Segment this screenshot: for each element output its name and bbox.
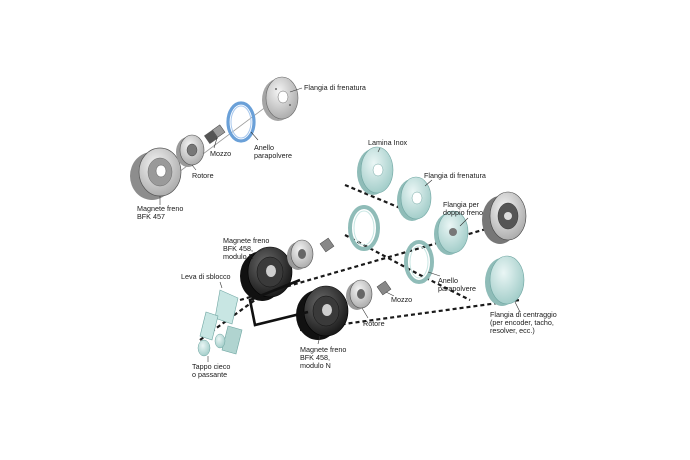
dust-ring-top bbox=[226, 101, 256, 143]
teal-ring-middle bbox=[348, 205, 380, 251]
brake-flange-top bbox=[262, 76, 299, 121]
label-mozzo-top: Mozzo bbox=[210, 149, 231, 158]
label-tappo: Tappo cieco o passante bbox=[192, 362, 232, 379]
magnet-bfk458-n bbox=[296, 285, 349, 340]
dust-ring-right bbox=[404, 240, 434, 284]
labels: Flangia di frenatura Anello parapolvere … bbox=[137, 83, 559, 379]
label-leva-sblocco: Leva di sblocco bbox=[181, 272, 231, 281]
label-rotore-bottom: Rotore bbox=[363, 319, 385, 328]
axis-dashed-lamina bbox=[344, 183, 406, 212]
magnet-bfk458-e bbox=[240, 246, 293, 301]
axis-dashed-cap bbox=[199, 299, 256, 341]
magnet-bfk457 bbox=[130, 147, 182, 200]
hub-bottom bbox=[376, 280, 392, 296]
blind-cap bbox=[197, 333, 226, 357]
rotor-top bbox=[176, 134, 205, 167]
rotor-bottom bbox=[346, 279, 373, 310]
encoder-housing bbox=[482, 191, 527, 244]
label-anello-top: Anello parapolvere bbox=[254, 143, 292, 160]
centering-flange bbox=[485, 255, 525, 306]
stainless-plate bbox=[357, 146, 394, 195]
leader-lines bbox=[159, 87, 521, 362]
label-magnete-457: Magnete freno BFK 457 bbox=[137, 204, 185, 221]
label-flangia-doppio: Flangia per doppio freno bbox=[443, 200, 483, 217]
label-anello-right: Anello parapolvere bbox=[438, 276, 476, 293]
label-rotore-top: Rotore bbox=[192, 171, 214, 180]
assembly-bfk458 bbox=[197, 146, 527, 357]
hub-top bbox=[204, 124, 226, 144]
label-mozzo-bottom: Mozzo bbox=[391, 295, 412, 304]
release-lever bbox=[199, 289, 243, 355]
brake-flange-right bbox=[397, 176, 432, 221]
double-brake-flange bbox=[434, 210, 469, 255]
assembly-bfk457 bbox=[130, 76, 299, 200]
label-flangia-frenatura-top: Flangia di frenatura bbox=[304, 83, 366, 92]
hub-e bbox=[319, 237, 335, 253]
label-magnete-458-n: Magnete freno BFK 458, modulo N bbox=[300, 345, 348, 370]
label-flangia-centraggio: Flangia di centraggio (per encoder, tach… bbox=[490, 310, 559, 335]
label-flangia-frenatura-right: Flangia di frenatura bbox=[424, 171, 486, 180]
rotor-e bbox=[287, 239, 314, 270]
label-magnete-458-e: Magnete freno BFK 458, modulo E bbox=[223, 236, 271, 261]
link-line-e-n bbox=[248, 278, 309, 327]
label-lamina-inox: Lamina Inox bbox=[368, 138, 408, 147]
